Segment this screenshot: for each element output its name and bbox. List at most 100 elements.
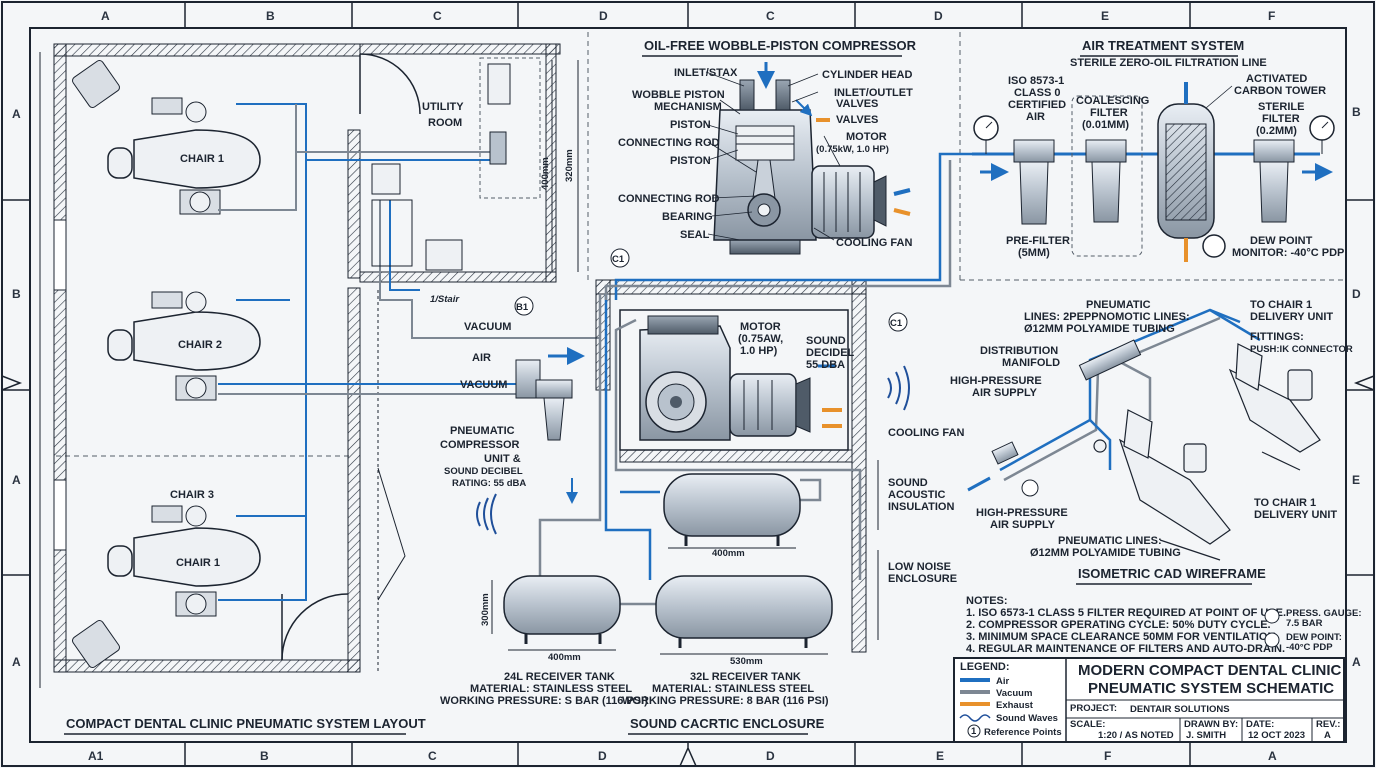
- enclosure-motor-label: 1.0 HP): [740, 345, 778, 357]
- col-label-top: B: [266, 9, 275, 23]
- dew-point-label: DEW POINT:: [1286, 632, 1342, 643]
- col-label-bottom: F: [1104, 749, 1111, 763]
- sound-decibel-label: SOUND: [806, 335, 846, 347]
- scale-label: SCALE:: [1070, 719, 1105, 730]
- iso-label-to-chair-top: TO CHAIR 1: [1250, 299, 1312, 311]
- insulation-label: INSULATION: [888, 501, 954, 513]
- svg-text:C1: C1: [890, 318, 903, 329]
- activated-carbon-tower: [1157, 82, 1226, 262]
- unit-label: RATING: 55 dBA: [452, 478, 526, 489]
- center-mark-left-icon: [1, 374, 23, 392]
- sound-wave-icon: [887, 365, 910, 411]
- compressor-detail: OIL-FREE WOBBLE-PISTON COMPRESSOR: [618, 38, 917, 255]
- iso-label-pneumatic-bottom: PNEUMATIC LINES:: [1058, 535, 1162, 547]
- note-item: 2. COMPRESSOR GPERATING CYCLE: 50% DUTY …: [966, 619, 1271, 631]
- floor-plan-title: COMPACT DENTAL CLINIC PNEUMATIC SYSTEM L…: [66, 716, 426, 731]
- sterile-filter: [1253, 139, 1295, 223]
- prefilter-label: PRE-FILTER: [1006, 235, 1070, 247]
- clinic-walls: [39, 43, 561, 688]
- chair-unit-2: CHAIR 2: [107, 291, 261, 401]
- enclosure-motor-label: (0.75AW,: [738, 333, 783, 345]
- col-label-top: A: [101, 9, 110, 23]
- iso-label-pneumatic-bottom: Ø12mm POLYAMIDE TUBING: [1030, 547, 1181, 559]
- press-gauge-label: 7.5 BAR: [1286, 618, 1323, 629]
- col-label-bottom: D: [598, 749, 607, 763]
- project-value: DENTAIR SOLUTIONS: [1130, 704, 1230, 715]
- tank-24l-spec: MATERIAL: STAINLESS STEEL: [470, 683, 632, 695]
- chair-unit-1: CHAIR 1: [107, 97, 261, 215]
- legend-item: Sound Waves: [996, 713, 1058, 724]
- compressor-label-left: CONNECTING ROD: [618, 137, 720, 149]
- dim-label: 530mm: [730, 656, 763, 667]
- legend-item: Reference Points: [984, 727, 1062, 738]
- col-label-bottom: B: [260, 749, 269, 763]
- tank-24l-spec: WORKING PRESSURE: S BAR (116 PSI): [440, 695, 648, 707]
- tank-24l-spec: 24L RECEIVER TANK: [504, 671, 615, 683]
- iso-label: AIR: [1026, 111, 1045, 123]
- legend-item: Vacuum: [996, 688, 1032, 699]
- iso-label: CERTIFIED: [1008, 99, 1066, 111]
- col-label-top: D: [934, 9, 943, 23]
- iso-label-to-chair-bottom: TO CHAIR 1: [1254, 497, 1316, 509]
- legend-item: Exhaust: [996, 700, 1034, 711]
- unit-label: UNIT &: [484, 453, 521, 465]
- insulation-label: ACOUSTIC: [888, 489, 946, 501]
- compressor-label-right: INLET/OUTLET: [834, 87, 913, 99]
- low-noise-label: LOW NOISE: [888, 561, 951, 573]
- note-item: 4. REGULAR MAINTENANCE OF FILTERS AND AU…: [966, 643, 1285, 655]
- center-mark-bottom-icon: [678, 742, 698, 767]
- legend-item: Air: [996, 676, 1010, 687]
- unit-label: SOUND DECIBEL: [444, 466, 523, 477]
- isometric-title: ISOMETRIC CAD WIREFRAME: [1078, 566, 1266, 581]
- title-block: LEGEND: Air Vacuum Exhaust Sound Waves 1…: [953, 657, 1345, 743]
- compressor-label-left: PISTON: [670, 119, 711, 131]
- compressor-label-right: VALVES: [836, 114, 878, 126]
- chair-label: CHAIR 1: [180, 153, 224, 165]
- prefilter-label: (5μm): [1018, 247, 1050, 259]
- tank-32l-spec: 32L RECEIVER TANK: [690, 671, 801, 683]
- iso-label-distribution: DISTRIBUTION: [980, 345, 1058, 357]
- dew-point-label: -40°C PDP: [1286, 642, 1333, 653]
- row-label-right: B: [1352, 105, 1361, 119]
- carbon-label: CARBON TOWER: [1234, 85, 1326, 97]
- iso-label: ISO 8573-1: [1008, 75, 1064, 87]
- tank-32l-spec: MATERIAL: STAINLESS STEEL: [652, 683, 814, 695]
- pressure-gauge-icon: [1309, 115, 1335, 154]
- sound-decibel-label: 55 dBA: [806, 359, 845, 371]
- insulation-label: SOUND: [888, 477, 928, 489]
- row-label-right: D: [1352, 287, 1361, 301]
- row-label-right: A: [1352, 655, 1361, 669]
- receiver-tank-32l: 530mm: [655, 575, 833, 667]
- row-label-left: A: [12, 473, 21, 487]
- pressure-gauge-icon: [973, 115, 999, 154]
- col-label-top: C: [433, 9, 442, 23]
- air-treatment-title: AIR TREATMENT SYSTEM: [1082, 38, 1244, 53]
- compressor-label-right: MOTOR: [846, 131, 887, 143]
- air-treatment: AIR TREATMENT SYSTEM STERILE ZERO-OIL FI…: [972, 38, 1344, 262]
- coalescing-label: COALESCING: [1076, 95, 1149, 107]
- center-mark-right-icon: [1353, 374, 1375, 392]
- drawn-label: DRAWN BY:: [1184, 719, 1238, 730]
- svg-text:C1: C1: [612, 254, 625, 265]
- compressor-label-left: INLET/STAX: [674, 67, 738, 79]
- enclosure-motor-label: MOTOR: [740, 321, 781, 333]
- col-label-bottom: A: [1268, 749, 1277, 763]
- compressor-label-left: PISTON: [670, 155, 711, 167]
- date-value: 12 OCT 2023: [1248, 730, 1305, 741]
- compressor-label-left: MECHANISM: [654, 101, 722, 113]
- rev-label: REV.:: [1316, 719, 1340, 730]
- iso-label-hp-bottom: AIR SUPPLY: [990, 519, 1056, 531]
- section-dividers: [56, 32, 1344, 457]
- iso-label-to-chair-top: DELIVERY UNIT: [1250, 311, 1333, 323]
- compressor-label-right: (0.75kW, 1.0 HP): [816, 144, 889, 155]
- line-label-stair: 1/Stair: [430, 294, 460, 305]
- row-label-left: A: [12, 655, 21, 669]
- coalescing-filter: [1085, 139, 1127, 223]
- chair-label: CHAIR 2: [178, 339, 222, 351]
- receiver-tank-top: 400mm: [663, 473, 801, 559]
- project-label: PROJECT:: [1070, 703, 1117, 714]
- carbon-label: ACTIVATED: [1246, 73, 1307, 85]
- pre-filter: [1013, 139, 1055, 225]
